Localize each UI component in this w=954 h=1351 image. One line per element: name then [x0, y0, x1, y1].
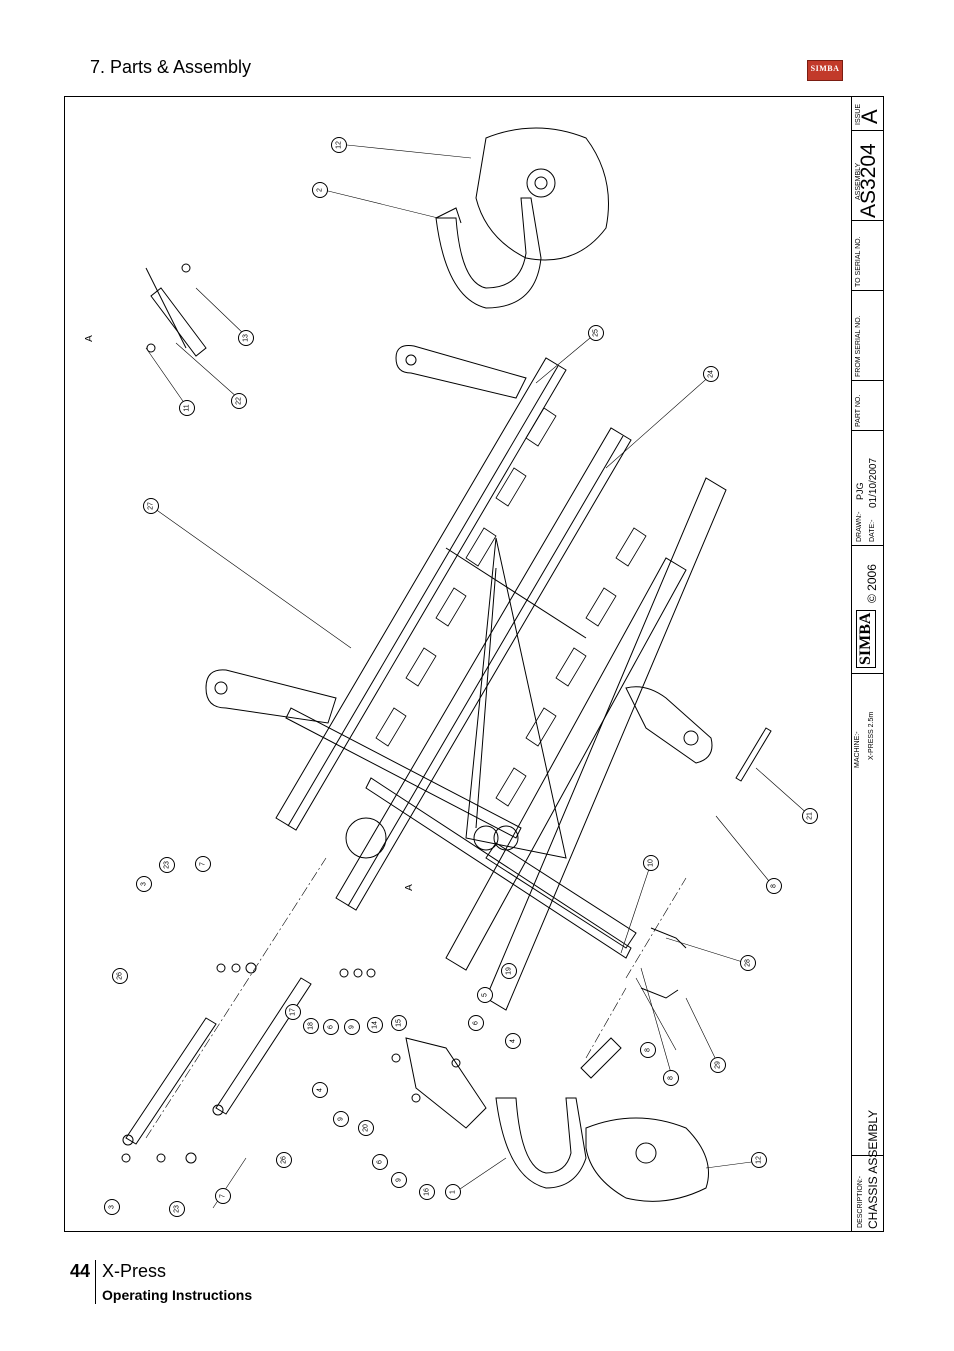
view-label-a: A: [83, 335, 95, 342]
section-title: 7. Parts & Assembly: [90, 57, 252, 77]
from-serial-label: FROM SERIAL NO.: [855, 315, 862, 377]
callout: 5: [477, 987, 493, 1003]
callout: 26: [276, 1152, 292, 1168]
date-value: 01/10/2007: [868, 457, 879, 508]
logo-text: SIMBA: [810, 64, 840, 73]
drawn-value: PJG: [855, 482, 865, 500]
callout: 7: [195, 856, 211, 872]
callout: 24: [703, 366, 719, 382]
tb-divider: [851, 673, 884, 674]
machine-value: X-PRESS 2.5m: [868, 711, 875, 760]
page-number: 44: [70, 1261, 91, 1281]
chassis-drawing: [121, 127, 811, 1209]
callout: 26: [112, 968, 128, 984]
callout: 4: [312, 1082, 328, 1098]
callout: 8: [766, 878, 782, 894]
callout: 23: [169, 1201, 185, 1217]
tb-divider: [851, 1155, 884, 1156]
callout: 12: [331, 137, 347, 153]
tb-divider: [851, 220, 884, 221]
callout: 1: [445, 1184, 461, 1200]
callout: 4: [505, 1033, 521, 1049]
callout: 9: [344, 1019, 360, 1035]
assembly-number: AS3204: [857, 143, 880, 218]
callout: 29: [710, 1057, 726, 1073]
footer-divider: [95, 1260, 96, 1304]
callout: 28: [740, 955, 756, 971]
view-label-a-lower: A: [403, 884, 415, 891]
callout: 8: [663, 1070, 679, 1086]
drawn-label: DRAWN:-: [856, 511, 863, 542]
issue-value: A: [857, 109, 882, 124]
detail-a-view: [145, 263, 207, 357]
callout: 16: [419, 1184, 435, 1200]
callout: 19: [501, 963, 517, 979]
callout: 8: [640, 1042, 656, 1058]
tb-divider: [851, 290, 884, 291]
tb-divider: [851, 130, 884, 131]
main-beam-1: [275, 357, 567, 831]
main-beam-2: [335, 427, 632, 911]
callout: 2: [312, 182, 328, 198]
callout: 23: [159, 857, 175, 873]
footer-subtitle: Operating Instructions: [102, 1287, 253, 1303]
callout: 15: [391, 1015, 407, 1031]
callout: 3: [136, 876, 152, 892]
simba-logo: SIMBA: [807, 60, 843, 81]
tb-divider: [851, 430, 884, 431]
tb-divider: [851, 380, 884, 381]
description-value: CHASSIS ASSEMBLY: [866, 1109, 880, 1229]
callout: 18: [303, 1018, 319, 1034]
callout: 27: [143, 498, 159, 514]
main-beam-4: [485, 477, 727, 1011]
callout: 22: [231, 393, 247, 409]
description-label: DESCRIPTION:-: [857, 1175, 864, 1228]
tine-arm-2: [212, 977, 312, 1116]
brand-logo-text: SIMBA: [856, 609, 876, 668]
tb-divider: [851, 545, 884, 546]
to-serial-label: TO SERIAL NO.: [855, 236, 862, 287]
callout: 7: [215, 1188, 231, 1204]
callout: 6: [468, 1015, 484, 1031]
drawing-frame: [64, 96, 884, 1232]
callout: 9: [333, 1111, 349, 1127]
callout: 25: [588, 325, 604, 341]
callout: 13: [238, 330, 254, 346]
tine-arm-1: [122, 1017, 217, 1146]
callout: 11: [179, 400, 195, 416]
title-block: [851, 96, 884, 1232]
copyright: © 2006: [865, 564, 879, 603]
callout: 3: [104, 1199, 120, 1215]
callout: 14: [367, 1017, 383, 1033]
main-beam-3: [445, 557, 687, 971]
callout: 10: [643, 855, 659, 871]
callout: 21: [802, 808, 818, 824]
callout: 6: [372, 1154, 388, 1170]
callout: 17: [285, 1004, 301, 1020]
callout: 12: [751, 1152, 767, 1168]
machine-label: MACHINE:-: [854, 731, 861, 768]
callout: 20: [358, 1120, 374, 1136]
top-disc-assembly: [435, 127, 609, 309]
callout: 6: [323, 1019, 339, 1035]
part-no-label: PART NO.: [855, 394, 862, 427]
callout: 9: [391, 1172, 407, 1188]
bottom-disc-assembly: [495, 1037, 709, 1202]
footer-title: X-Press: [102, 1261, 167, 1281]
date-label: DATE:-: [869, 519, 876, 542]
